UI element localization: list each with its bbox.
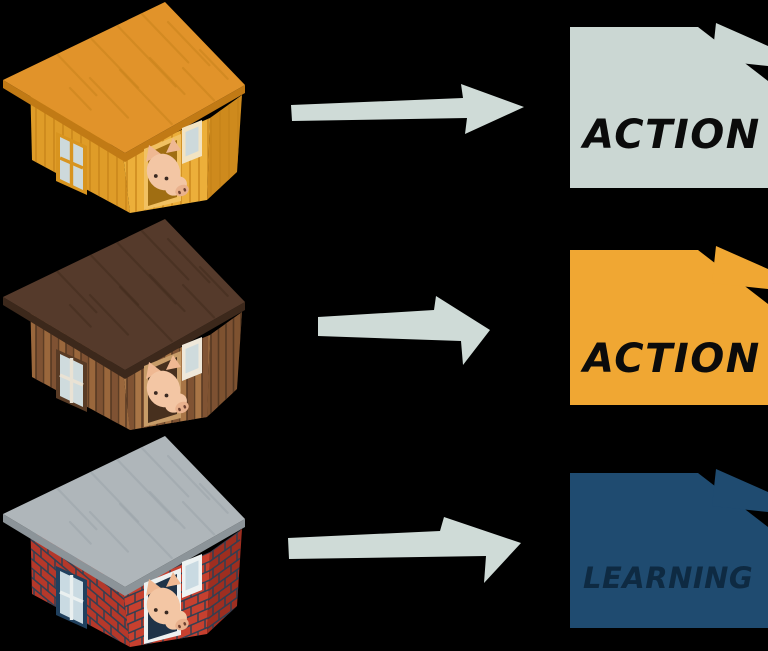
pig-icon	[146, 355, 189, 414]
arrow-right-icon	[291, 84, 524, 134]
card-note: ACTION	[570, 246, 768, 405]
card-label: LEARNING	[583, 561, 753, 595]
card-background	[570, 27, 768, 188]
card-note: LEARNING	[570, 469, 768, 628]
folded-corner-icon	[712, 246, 768, 289]
pig-icon	[146, 138, 189, 197]
stick-house-icon	[3, 219, 245, 430]
card-label: ACTION	[580, 112, 761, 158]
arrow-right-icon	[318, 296, 490, 365]
folded-corner-icon	[712, 469, 768, 512]
pig-icon	[146, 572, 189, 631]
brick-house-icon	[3, 436, 245, 647]
card-note: ACTION	[570, 23, 768, 188]
straw-house-icon	[3, 2, 245, 213]
arrow-right-icon	[288, 517, 521, 583]
card-background	[570, 473, 768, 628]
folded-corner-icon	[712, 23, 768, 66]
card-label: ACTION	[580, 336, 761, 382]
card-background	[570, 250, 768, 405]
